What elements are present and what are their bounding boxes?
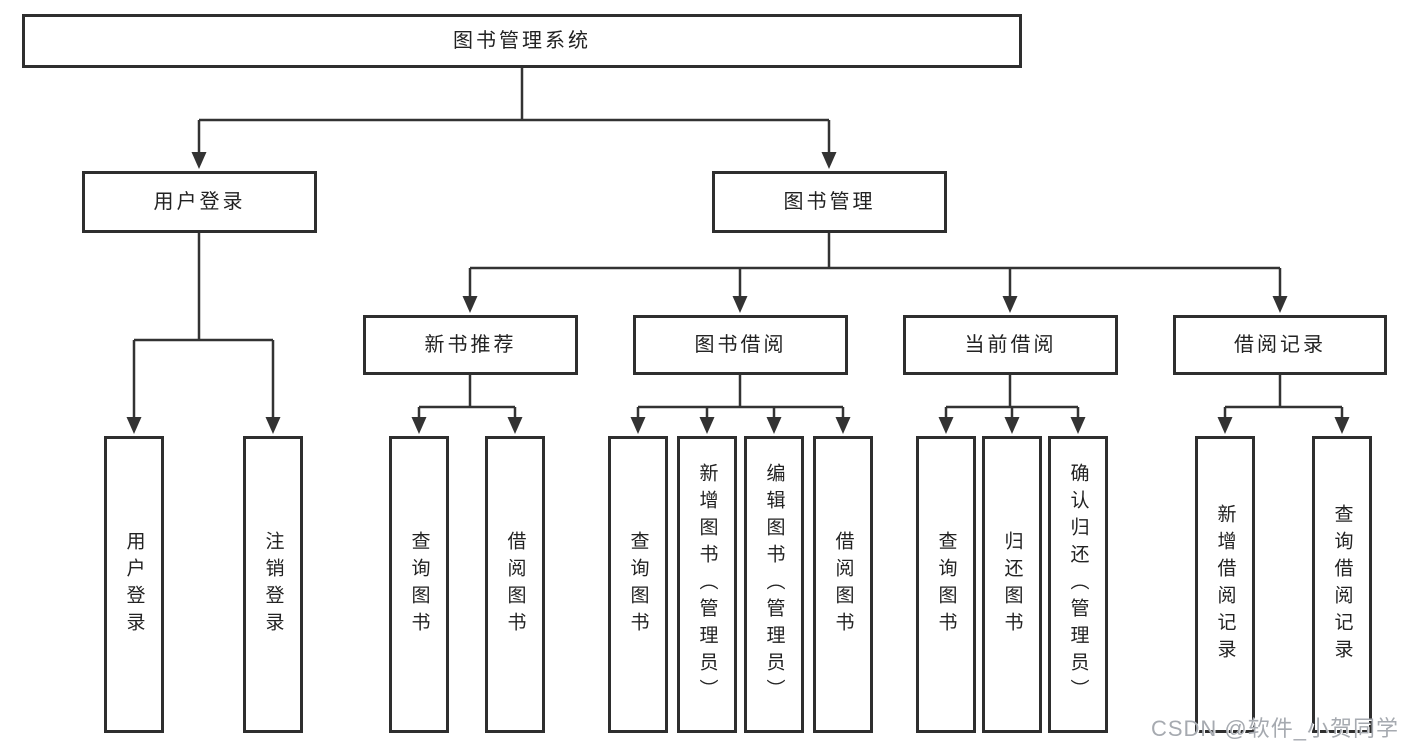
- node-book-borrowing: 图书借阅: [633, 315, 848, 375]
- arrowhead: [1002, 296, 1018, 313]
- arrowhead: [938, 417, 954, 434]
- arrowhead: [1272, 296, 1288, 313]
- arrowhead: [1334, 417, 1350, 434]
- node-label: 图书借阅: [694, 334, 787, 356]
- edge-book-management-children: [462, 233, 1288, 313]
- edge-current-borrow-children: [938, 375, 1086, 434]
- node-label: 新增借阅记录: [1214, 503, 1236, 666]
- node-user-login: 用户登录: [82, 171, 317, 233]
- arrowhead: [1217, 417, 1233, 434]
- arrowhead: [732, 296, 748, 313]
- edge-borrow-records-children: [1217, 375, 1350, 434]
- node-label: 查询图书: [935, 530, 957, 639]
- node-leaf-borrow-books: 借阅图书: [813, 436, 873, 733]
- csdn-watermark: CSDN @软件_小贺同学: [1150, 716, 1399, 741]
- arrowhead: [462, 296, 478, 313]
- arrowhead: [507, 417, 523, 434]
- node-leaf-query-books-recommend: 查询图书: [389, 436, 449, 733]
- node-label: 新书推荐: [424, 334, 517, 356]
- edge-book-borrow-children: [630, 375, 851, 434]
- node-label: 借阅图书: [504, 530, 526, 639]
- node-label: 借阅图书: [832, 530, 854, 639]
- node-label: 用户登录: [123, 530, 145, 639]
- node-label: 确认归还（管理员）: [1067, 463, 1089, 706]
- node-label: 归还图书: [1001, 530, 1023, 639]
- node-library-system: 图书管理系统: [22, 14, 1022, 68]
- node-label: 查询借阅记录: [1331, 503, 1353, 666]
- arrowhead: [821, 152, 837, 169]
- node-leaf-query-borrow-record: 查询借阅记录: [1312, 436, 1372, 733]
- node-new-book-recommendation: 新书推荐: [363, 315, 578, 375]
- node-leaf-add-borrow-record: 新增借阅记录: [1195, 436, 1255, 733]
- arrowhead: [126, 417, 142, 434]
- node-leaf-confirm-return-admin: 确认归还（管理员）: [1048, 436, 1108, 733]
- node-label: 当前借阅: [964, 334, 1057, 356]
- arrowhead: [630, 417, 646, 434]
- node-label: 新增图书（管理员）: [696, 463, 718, 706]
- node-label: 借阅记录: [1234, 334, 1326, 356]
- node-leaf-logout: 注销登录: [243, 436, 303, 733]
- node-leaf-add-books-admin: 新增图书（管理员）: [677, 436, 737, 733]
- node-label: 用户登录: [153, 191, 246, 213]
- node-leaf-return-books: 归还图书: [982, 436, 1042, 733]
- node-leaf-query-books-borrow: 查询图书: [608, 436, 668, 733]
- edge-new-book-children: [411, 375, 523, 434]
- arrowhead: [411, 417, 427, 434]
- node-leaf-borrow-books-recommend: 借阅图书: [485, 436, 545, 733]
- node-book-management: 图书管理: [712, 171, 947, 233]
- edge-user-login-children: [126, 233, 281, 434]
- edge-root-to-level1: [191, 68, 837, 169]
- node-label: 图书管理系统: [453, 30, 591, 52]
- node-label: 图书管理: [783, 191, 876, 213]
- arrowhead: [699, 417, 715, 434]
- arrowhead: [835, 417, 851, 434]
- arrowhead: [1004, 417, 1020, 434]
- arrowhead: [265, 417, 281, 434]
- node-label: 编辑图书（管理员）: [763, 463, 785, 706]
- node-current-borrowing: 当前借阅: [903, 315, 1118, 375]
- node-leaf-query-books-current: 查询图书: [916, 436, 976, 733]
- node-borrowing-records: 借阅记录: [1173, 315, 1387, 375]
- node-leaf-user-login: 用户登录: [104, 436, 164, 733]
- arrowhead: [766, 417, 782, 434]
- node-label: 注销登录: [262, 530, 284, 639]
- arrowhead: [191, 152, 207, 169]
- node-label: 查询图书: [408, 530, 430, 639]
- arrowhead: [1070, 417, 1086, 434]
- node-leaf-edit-books-admin: 编辑图书（管理员）: [744, 436, 804, 733]
- node-label: 查询图书: [627, 530, 649, 639]
